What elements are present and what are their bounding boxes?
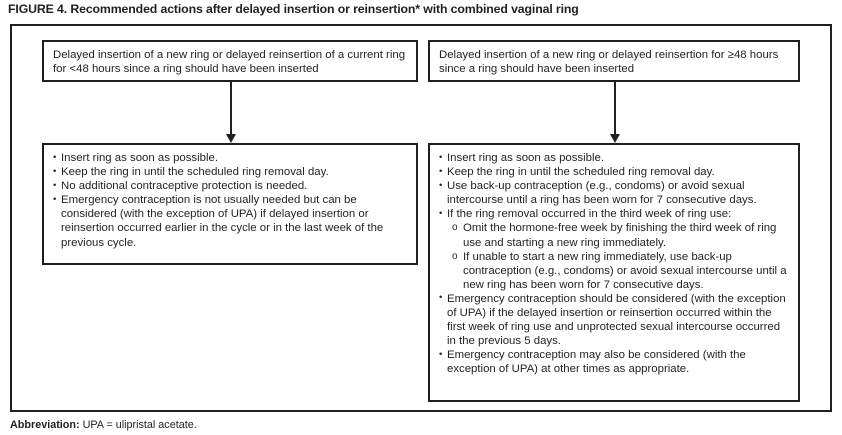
actions-box-48-hours-or-more: Insert ring as soon as possible. Keep the… bbox=[428, 143, 800, 402]
action-item-text: Emergency contraception should be consid… bbox=[447, 292, 786, 348]
action-item: Omit the hormone-free week by finishing … bbox=[439, 221, 790, 249]
action-item: If unable to start a new ring immediatel… bbox=[439, 250, 790, 292]
arrow-shaft bbox=[614, 82, 616, 135]
down-arrow-icon-right bbox=[608, 82, 621, 143]
action-item: Keep the ring in until the scheduled rin… bbox=[53, 165, 408, 179]
figure-title: FIGURE 4. Recommended actions after dela… bbox=[8, 2, 579, 16]
action-item-text: Keep the ring in until the scheduled rin… bbox=[447, 166, 715, 179]
abbreviation-note: Abbreviation: UPA = ulipristal acetate. bbox=[10, 418, 197, 432]
action-item-text: Insert ring as soon as possible. bbox=[447, 152, 605, 164]
action-item-text: Use back-up contraception (e.g., condoms… bbox=[447, 180, 757, 207]
action-item: Emergency contraception is not usually n… bbox=[53, 193, 408, 249]
action-item-text: If unable to start a new ring immediatel… bbox=[463, 250, 787, 291]
action-item: Emergency contraception should be consid… bbox=[439, 291, 790, 348]
actions-list-less-than-48-hours: Insert ring as soon as possible. Keep the… bbox=[53, 150, 408, 250]
down-arrow-icon-left bbox=[224, 82, 237, 143]
action-item-text: Omit the hormone-free week by finishing … bbox=[463, 222, 777, 249]
action-item: Insert ring as soon as possible. bbox=[53, 150, 408, 165]
action-item-text: No additional contraceptive protection i… bbox=[61, 180, 308, 193]
action-item-text: Keep the ring in until the scheduled rin… bbox=[61, 166, 329, 179]
action-item: Emergency contraception may also be cons… bbox=[439, 348, 790, 376]
action-item: Use back-up contraception (e.g., condoms… bbox=[439, 179, 790, 207]
action-item: Insert ring as soon as possible. bbox=[439, 150, 790, 165]
arrow-head bbox=[609, 134, 620, 143]
arrow-shaft bbox=[230, 82, 232, 135]
abbreviation-label: Abbreviation: bbox=[10, 419, 80, 431]
action-item-text: Emergency contraception is not usually n… bbox=[61, 194, 384, 249]
actions-box-less-than-48-hours: Insert ring as soon as possible. Keep the… bbox=[42, 143, 418, 265]
action-item: If the ring removal occurred in the thir… bbox=[439, 207, 790, 221]
action-item-text: If the ring removal occurred in the thir… bbox=[447, 208, 732, 221]
condition-box-48-hours-or-more: Delayed insertion of a new ring or delay… bbox=[428, 40, 800, 82]
actions-list-48-hours-or-more: Insert ring as soon as possible. Keep the… bbox=[439, 150, 790, 377]
abbreviation-value: UPA = ulipristal acetate. bbox=[79, 419, 197, 431]
action-item-text: Emergency contraception may also be cons… bbox=[447, 349, 746, 376]
action-item: No additional contraceptive protection i… bbox=[53, 179, 408, 193]
arrow-head bbox=[225, 134, 236, 143]
action-item: Keep the ring in until the scheduled rin… bbox=[439, 165, 790, 179]
condition-text-48-hours-or-more: Delayed insertion of a new ring or delay… bbox=[439, 49, 779, 76]
condition-text-less-than-48-hours: Delayed insertion of a new ring or delay… bbox=[53, 49, 406, 76]
condition-box-less-than-48-hours: Delayed insertion of a new ring or delay… bbox=[42, 40, 418, 82]
action-item-text: Insert ring as soon as possible. bbox=[61, 152, 219, 164]
